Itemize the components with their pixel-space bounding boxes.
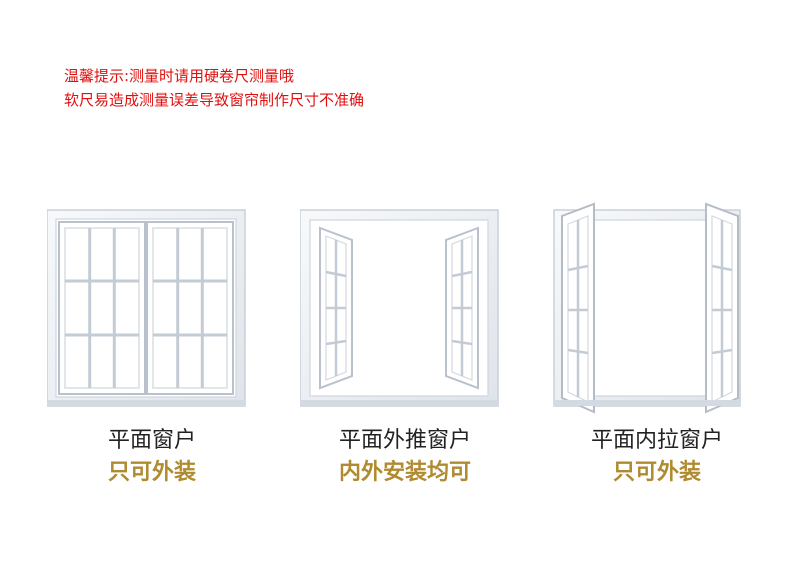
window-outward-opening-icon <box>300 209 499 407</box>
window-card-outward: 平面外推窗户 内外安装均可 <box>300 200 510 485</box>
window-card-inward: 平面内拉窗户 只可外装 <box>552 200 762 485</box>
tip-line-1: 温馨提示:测量时请用硬卷尺测量哦 <box>64 67 295 85</box>
window-install-note: 内外安装均可 <box>338 460 471 485</box>
tip-line-2: 软尺易造成测量误差导致窗帘制作尺寸不准确 <box>64 91 365 109</box>
window-inward-opening-icon <box>553 202 741 414</box>
window-install-note: 只可外装 <box>612 460 701 485</box>
window-title: 平面外推窗户 <box>338 428 471 453</box>
window-title: 平面窗户 <box>107 428 196 453</box>
window-install-note: 只可外装 <box>107 460 196 485</box>
measurement-tip: 温馨提示:测量时请用硬卷尺测量哦 软尺易造成测量误差导致窗帘制作尺寸不准确 <box>64 64 364 112</box>
window-title: 平面内拉窗户 <box>590 428 723 453</box>
casement-window-closed-icon <box>47 209 246 407</box>
window-card-flat: 平面窗户 只可外装 <box>47 200 257 485</box>
